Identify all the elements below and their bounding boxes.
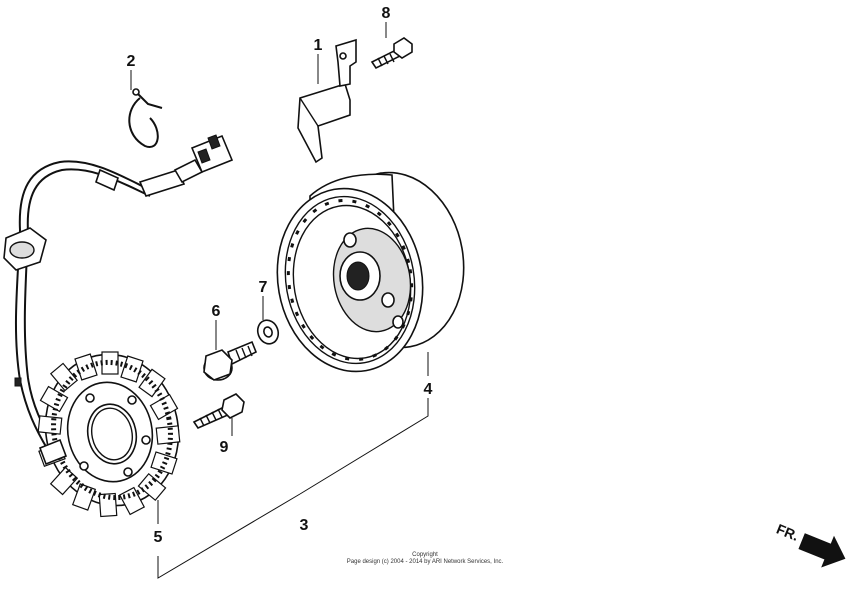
front-arrow-icon [798,533,846,568]
part-4-flywheel [276,171,465,373]
fr-label: FR. [774,521,801,544]
callout-7: 7 [259,279,268,296]
copyright-line-1: Copyright [412,552,438,558]
part-5-stator [37,351,181,518]
callout-4: 4 [424,381,433,398]
callout-9: 9 [220,439,229,456]
callout-5: 5 [154,529,163,546]
wire-connector [173,134,234,184]
part-8-bolt [370,37,413,70]
stator-wire-harness [3,160,186,451]
callout-8: 8 [382,5,391,22]
copyright-line-2: Page design (c) 2004 - 2014 by ARI Netwo… [346,559,504,565]
callout-6: 6 [212,303,221,320]
part-6-flange-bolt [203,340,258,381]
leader-lines [130,22,429,579]
callout-1: 1 [314,37,323,54]
callout-numbers: 1 2 3 4 5 6 7 8 9 [127,5,433,546]
callout-3: 3 [300,517,309,534]
part-7-washer [256,319,280,345]
part-9-screw [192,393,245,430]
part-1-bracket [297,38,357,164]
front-direction-indicator: FR. [774,521,846,568]
part-2-wire-clip [128,88,163,148]
callout-2: 2 [127,53,136,70]
